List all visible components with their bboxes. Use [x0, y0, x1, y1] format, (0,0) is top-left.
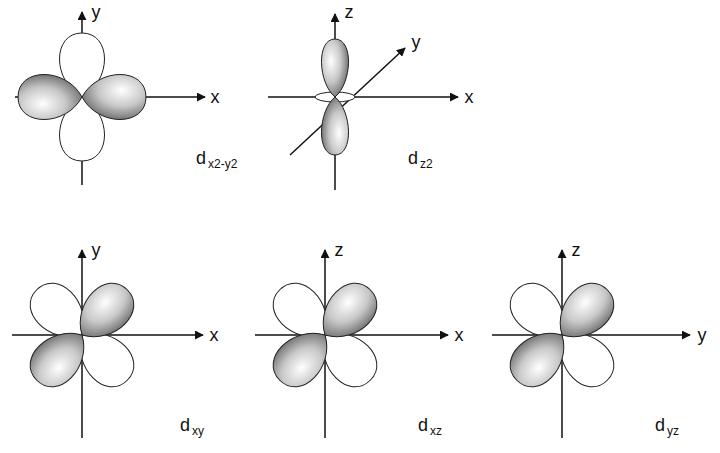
dxz-panel — [255, 250, 448, 438]
axis-label: z — [345, 3, 354, 21]
orbital-subscript: xy — [192, 425, 204, 437]
dxy-panel — [12, 250, 203, 438]
orbital-subscript: yz — [667, 425, 679, 437]
orbital-label: d — [655, 416, 665, 434]
orbital-label: d — [418, 416, 428, 434]
dx2y2-panel — [15, 12, 205, 185]
dz2-panel — [268, 14, 458, 190]
axis-label: x — [210, 326, 219, 344]
axis-label: y — [92, 3, 101, 21]
orbital-subscript: xz — [430, 425, 442, 437]
axis-label: z — [335, 241, 344, 259]
axis-label: y — [412, 33, 421, 51]
orbital-label: d — [180, 416, 190, 434]
axis-label: x — [465, 88, 474, 106]
axis-label: y — [92, 241, 101, 259]
orbital-label: d — [196, 149, 206, 167]
axis-label: x — [211, 88, 220, 106]
axis-label: y — [698, 326, 707, 344]
orbital-subscript: x2-y2 — [208, 158, 237, 170]
orbital-label: d — [408, 149, 418, 167]
axis-label: x — [455, 326, 464, 344]
dyz-panel — [492, 250, 690, 438]
orbital-subscript: z2 — [420, 158, 433, 170]
axis-label: z — [572, 241, 581, 259]
